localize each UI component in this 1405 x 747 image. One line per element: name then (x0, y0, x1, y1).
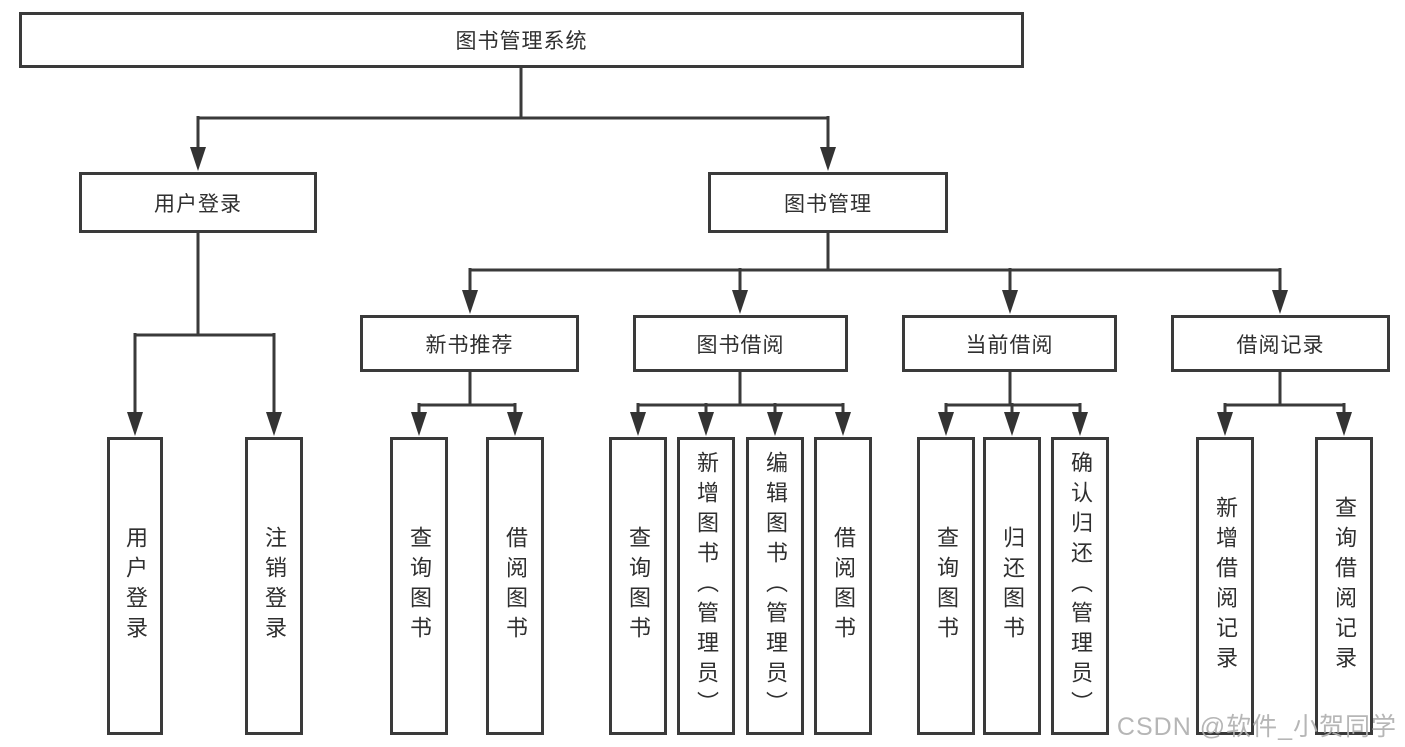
node-borrow-records: 借阅记录 (1171, 315, 1390, 372)
leaf-query-books-borrow: 查询图书 (609, 437, 667, 735)
leaf-borrow-books: 借阅图书 (814, 437, 872, 735)
leaf-logout: 注销登录 (245, 437, 303, 735)
leaf-user-login: 用户登录 (107, 437, 163, 735)
leaf-query-borrow-record: 查询借阅记录 (1315, 437, 1373, 735)
connector-new-book-recommend-to-leaves (411, 372, 523, 436)
leaf-return-books: 归还图书 (983, 437, 1041, 735)
node-library-management-system: 图书管理系统 (19, 12, 1024, 68)
node-new-book-recommend: 新书推荐 (360, 315, 579, 372)
leaf-query-books-current: 查询图书 (917, 437, 975, 735)
connector-current-borrow-to-leaves (938, 372, 1088, 436)
leaf-edit-books-admin: 编辑图书（管理员） (746, 437, 804, 735)
node-user-login: 用户登录 (79, 172, 317, 233)
connector-book-management-to-level3 (462, 233, 1288, 314)
leaf-borrow-books-recommend: 借阅图书 (486, 437, 544, 735)
leaf-add-borrow-record: 新增借阅记录 (1196, 437, 1254, 735)
connector-borrow-records-to-leaves (1217, 372, 1352, 436)
connector-user-login-to-leaves (127, 233, 282, 436)
node-book-management: 图书管理 (708, 172, 948, 233)
node-book-borrow: 图书借阅 (633, 315, 848, 372)
leaf-confirm-return-admin: 确认归还（管理员） (1051, 437, 1109, 735)
leaf-query-books-recommend: 查询图书 (390, 437, 448, 735)
node-current-borrow: 当前借阅 (902, 315, 1117, 372)
leaf-add-books-admin: 新增图书（管理员） (677, 437, 735, 735)
csdn-watermark: CSDN @软件_小贺同学 (1116, 713, 1397, 741)
connector-root-to-level2 (190, 68, 836, 171)
connector-book-borrow-to-leaves (630, 372, 851, 436)
